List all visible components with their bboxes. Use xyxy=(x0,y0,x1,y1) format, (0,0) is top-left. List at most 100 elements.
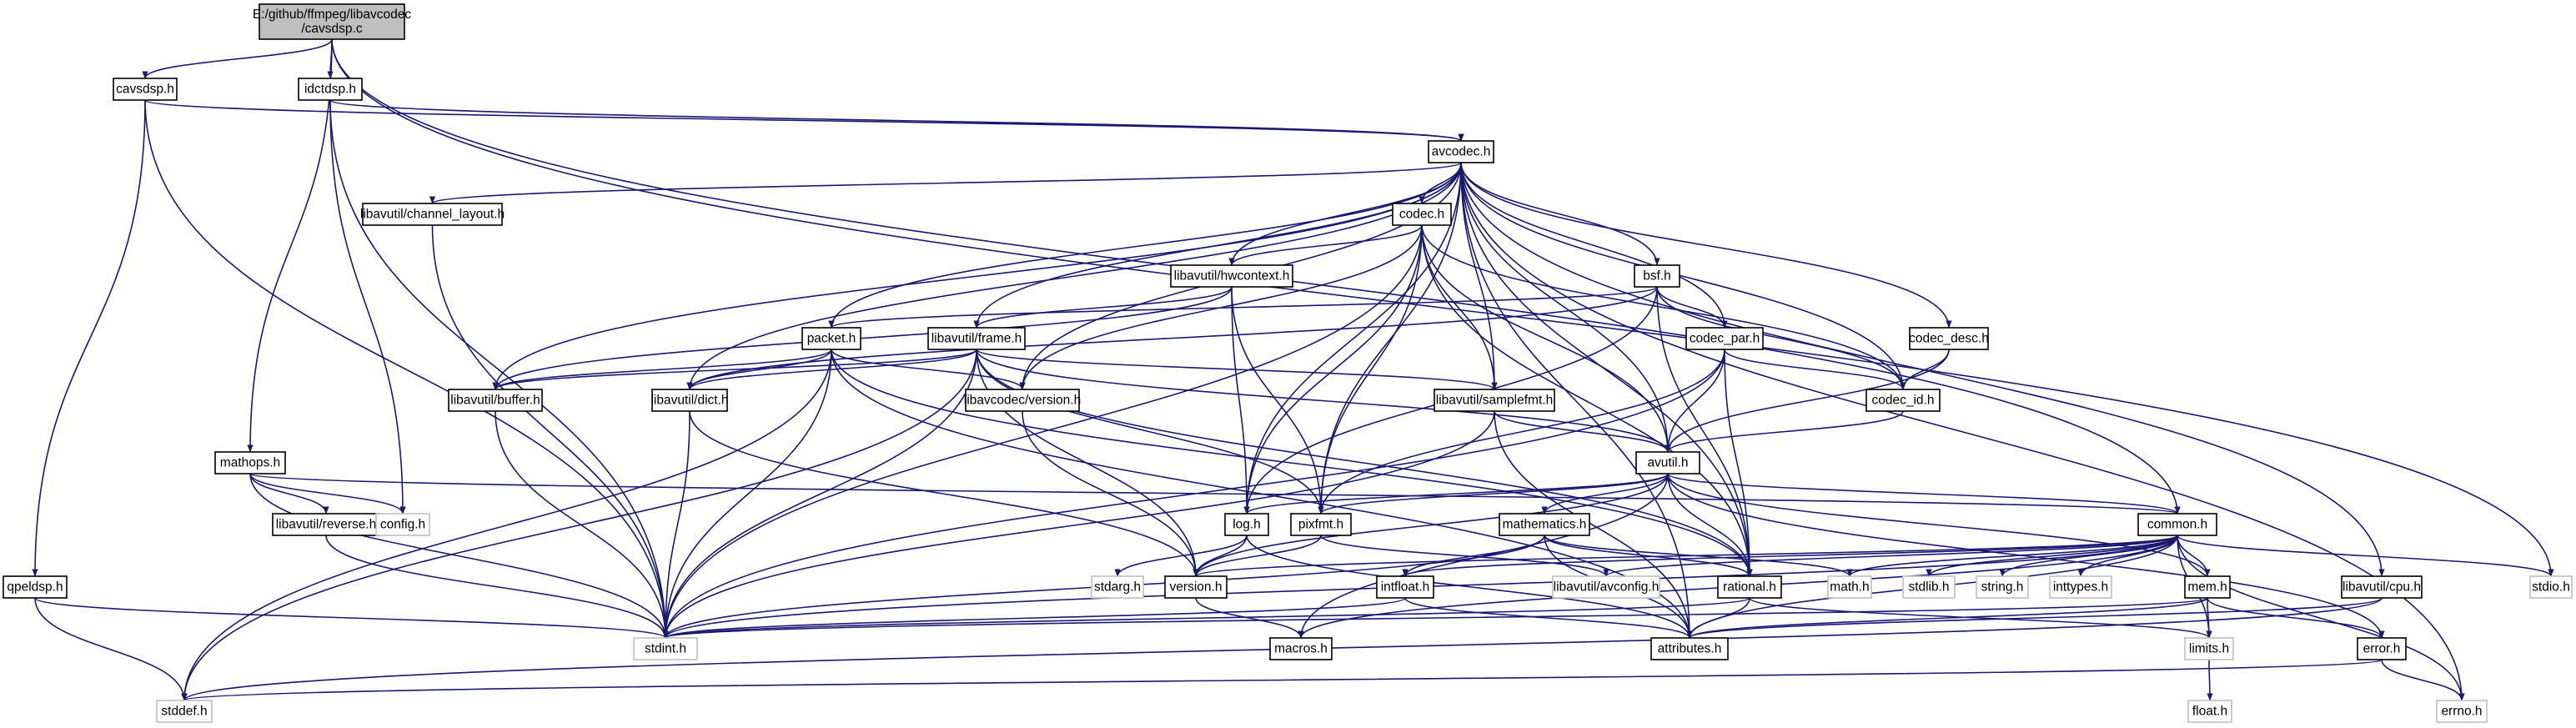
node-label-mathematics: mathematics.h xyxy=(1503,518,1587,532)
node-bsf[interactable]: bsf.h xyxy=(1634,264,1680,288)
node-pixfmt[interactable]: pixfmt.h xyxy=(1290,513,1352,536)
node-version[interactable]: version.h xyxy=(1164,575,1228,599)
node-avutil[interactable]: avutil.h xyxy=(1635,451,1700,474)
node-box-avutil xyxy=(1635,451,1700,474)
node-box-codecdesc xyxy=(1909,327,1989,350)
edge-cavsdsp-to-qpeldsp xyxy=(32,99,146,577)
node-box-inttypes xyxy=(2049,575,2112,599)
nodes-layer: E:/github/ffmpeg/libavcodec/cavsdsp.c cav… xyxy=(3,3,2573,723)
edge-error-to-stddef xyxy=(182,659,2383,701)
node-intfloat[interactable]: intfloat.h xyxy=(1376,575,1434,599)
node-label-buffer: libavutil/buffer.h xyxy=(450,394,540,408)
edges-layer xyxy=(32,38,2554,701)
node-box-avcodec xyxy=(1428,140,1494,163)
node-codecid[interactable]: codec_id.h xyxy=(1865,389,1941,412)
edge-codecpar-to-pixfmt xyxy=(1318,349,1725,515)
node-qpeldsp[interactable]: qpeldsp.h xyxy=(3,575,68,599)
edge-mem-to-error xyxy=(2207,597,2385,639)
node-box-error xyxy=(2357,637,2407,660)
node-box-lcversion xyxy=(965,389,1080,412)
node-frame[interactable]: libavutil/frame.h xyxy=(927,327,1026,350)
edge-avutil-to-version xyxy=(1193,473,1669,577)
edge-mathematics-to-rational xyxy=(1544,535,1753,577)
node-stdarg: stdarg.h xyxy=(1091,575,1144,599)
node-label-common: common.h xyxy=(2147,518,2207,532)
node-mem[interactable]: mem.h xyxy=(2184,575,2231,599)
node-avconfig: libavutil/avconfig.h xyxy=(1552,575,1660,599)
node-log[interactable]: log.h xyxy=(1224,513,1269,536)
node-codecpar[interactable]: codec_par.h xyxy=(1685,327,1764,350)
edge-frame-to-avutil xyxy=(976,349,1671,453)
node-hwcontext[interactable]: libavutil/hwcontext.h xyxy=(1170,264,1293,288)
node-mathops[interactable]: mathops.h xyxy=(214,451,286,474)
edge-frame-to-version xyxy=(976,349,1199,577)
node-label-codecid: codec_id.h xyxy=(1872,394,1935,408)
edge-frame-to-samplefmt xyxy=(976,349,1498,390)
node-box-avconfig xyxy=(1552,575,1660,599)
node-stdint: stdint.h xyxy=(633,637,698,660)
node-error[interactable]: error.h xyxy=(2357,637,2407,660)
node-box-bsf xyxy=(1634,264,1680,288)
node-cpu[interactable]: libavutil/cpu.h xyxy=(2341,575,2423,599)
edge-codec-to-stdint xyxy=(662,224,1423,639)
node-label-root: E:/github/ffmpeg/libavcodec xyxy=(253,8,411,22)
edge-avutil-to-common xyxy=(1667,473,2181,515)
edge-frame-to-buffer xyxy=(492,349,977,390)
node-buffer[interactable]: libavutil/buffer.h xyxy=(448,389,543,412)
node-avcodec[interactable]: avcodec.h xyxy=(1428,140,1494,163)
node-dict[interactable]: libavutil/dict.h xyxy=(650,389,729,412)
node-label-avconfig: libavutil/avconfig.h xyxy=(1554,580,1660,595)
node-label-log: log.h xyxy=(1233,518,1261,532)
edge-intfloat-to-stdint xyxy=(662,597,1406,639)
edge-intfloat-to-attributes xyxy=(1404,597,1693,639)
edge-packet-to-dict xyxy=(686,349,832,390)
node-idctdsp[interactable]: idctdsp.h xyxy=(298,78,363,101)
edge-qpeldsp-to-stdint xyxy=(34,597,669,639)
edge-codecid-to-avutil xyxy=(1665,410,1904,453)
node-codec[interactable]: codec.h xyxy=(1392,203,1452,226)
node-rational[interactable]: rational.h xyxy=(1717,575,1782,599)
edge-mem-to-avutil xyxy=(1665,473,2208,577)
node-label-stdarg: stdarg.h xyxy=(1094,580,1141,595)
edge-mathops-to-common xyxy=(249,473,2180,515)
edge-common-to-mem xyxy=(2177,535,2211,577)
node-label-hwcontext: libavutil/hwcontext.h xyxy=(1174,269,1290,284)
node-codecdesc[interactable]: codec_desc.h xyxy=(1909,327,1989,350)
edge-rational-to-stdint xyxy=(662,597,1750,639)
node-box-codecid xyxy=(1865,389,1941,412)
node-common[interactable]: common.h xyxy=(2137,513,2217,536)
edge-codecdesc-to-codecid xyxy=(1900,349,1950,390)
node-lcversion[interactable]: libavcodec/version.h xyxy=(964,389,1081,412)
node-config: config.h xyxy=(375,513,430,536)
edge-avcodec-to-log xyxy=(1243,162,1462,515)
node-box-samplefmt xyxy=(1434,389,1555,412)
node-packet[interactable]: packet.h xyxy=(801,327,861,350)
node-label-intfloat: intfloat.h xyxy=(1381,580,1430,595)
node-samplefmt[interactable]: libavutil/samplefmt.h xyxy=(1434,389,1555,412)
node-mathematics[interactable]: mathematics.h xyxy=(1499,513,1590,536)
edge-log-to-stdarg xyxy=(1114,535,1248,577)
edge-avcodec-to-pixfmt xyxy=(1318,162,1462,515)
edge-log-to-version xyxy=(1193,535,1248,577)
edge-common-to-errno xyxy=(2177,535,2465,701)
node-box-codecpar xyxy=(1685,327,1764,350)
node-label-string: string.h xyxy=(1981,580,2024,595)
node-box-attributes xyxy=(1650,637,1729,660)
node-macros[interactable]: macros.h xyxy=(1269,637,1333,660)
node-attributes[interactable]: attributes.h xyxy=(1650,637,1729,660)
node-label-mem: mem.h xyxy=(2187,580,2227,595)
edge-mem-to-limits xyxy=(2206,597,2212,639)
edge-limits-to-float xyxy=(2207,659,2213,701)
edge-codecdesc-to-avutil xyxy=(1665,349,1950,453)
node-chlayout[interactable]: libavutil/channel_layout.h xyxy=(360,203,505,226)
node-cavsdsp[interactable]: cavsdsp.h xyxy=(113,78,178,101)
node-math: math.h xyxy=(1827,575,1872,599)
edge-avcodec-to-codecid xyxy=(1460,162,1906,390)
node-root[interactable]: E:/github/ffmpeg/libavcodec/cavsdsp.c xyxy=(253,3,411,40)
node-reverse[interactable]: libavutil/reverse.h xyxy=(272,513,380,536)
edge-mathematics-to-math xyxy=(1544,535,1853,577)
node-label-cpu: libavutil/cpu.h xyxy=(2343,580,2421,595)
node-box-codec xyxy=(1392,203,1452,226)
node-box-mem xyxy=(2184,575,2231,599)
node-label-math: math.h xyxy=(1830,580,1869,595)
